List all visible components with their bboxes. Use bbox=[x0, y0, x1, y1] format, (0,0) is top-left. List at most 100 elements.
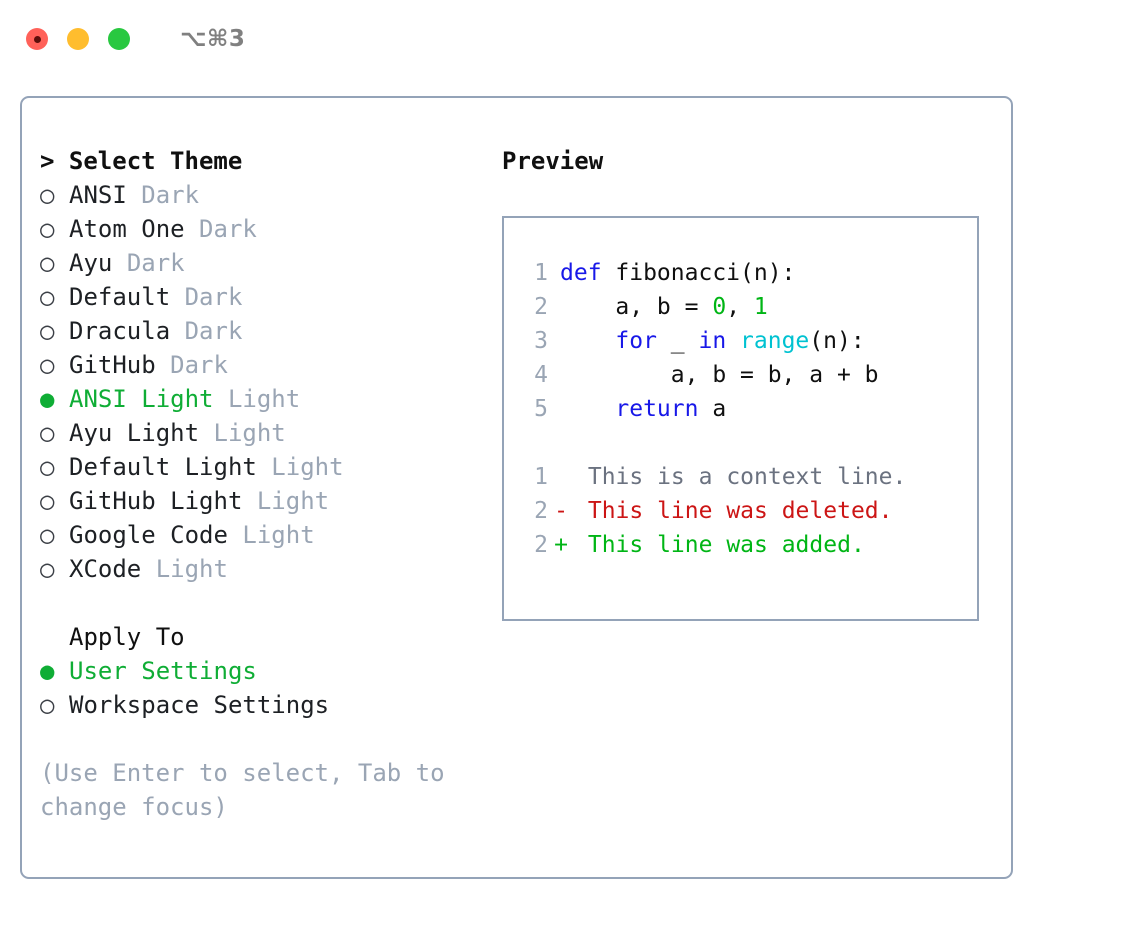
window-controls bbox=[26, 28, 130, 50]
radio-unselected-icon: ○ bbox=[40, 215, 55, 243]
diff-line-del: 2- This line was deleted. bbox=[522, 494, 977, 528]
theme-variant: Dark bbox=[141, 181, 200, 209]
diff-sample: 1 This is a context line.2- This line wa… bbox=[522, 460, 977, 562]
code-token-fn: range bbox=[740, 328, 810, 354]
maximize-button[interactable] bbox=[108, 28, 130, 50]
diff-text: This line was added. bbox=[574, 532, 865, 558]
code-line: 3 for _ in range(n): bbox=[522, 324, 977, 358]
keyboard-hint-text: (Use Enter to select, Tab to change focu… bbox=[40, 759, 460, 821]
theme-name: XCode bbox=[69, 555, 142, 583]
diff-text: This line was deleted. bbox=[574, 498, 893, 524]
diff-line-add: 2+ This line was added. bbox=[522, 528, 977, 562]
code-token-num: 1 bbox=[753, 294, 768, 320]
theme-variant: Light bbox=[256, 487, 330, 515]
theme-name: Default bbox=[69, 283, 171, 311]
code-text: return a bbox=[548, 392, 726, 426]
minimize-button[interactable] bbox=[67, 28, 89, 50]
keyboard-shortcut-label: ⌥⌘3 bbox=[180, 25, 246, 52]
radio-unselected-icon: ○ bbox=[40, 487, 55, 515]
code-diff-separator bbox=[522, 426, 977, 460]
diff-marker: - bbox=[554, 498, 568, 524]
code-token-pln bbox=[560, 328, 615, 354]
radio-unselected-icon: ○ bbox=[40, 419, 55, 447]
radio-unselected-icon: ○ bbox=[40, 249, 55, 277]
diff-marker: + bbox=[554, 532, 568, 558]
radio-unselected-icon: ○ bbox=[40, 453, 55, 481]
radio-unselected-icon: ○ bbox=[40, 691, 55, 719]
code-token-pln: a, b = bbox=[560, 294, 713, 320]
theme-name: GitHub bbox=[69, 351, 156, 379]
title-bar: ⌥⌘3 bbox=[0, 0, 1140, 78]
code-line: 5 return a bbox=[522, 392, 977, 426]
close-button[interactable] bbox=[26, 28, 48, 50]
apply-to-name: User Settings bbox=[69, 657, 257, 685]
theme-option-ayu[interactable]: ○ Ayu Dark bbox=[40, 246, 502, 280]
theme-variant: Dark bbox=[184, 283, 243, 311]
apply-to-option-user-settings[interactable]: ● User Settings bbox=[40, 654, 502, 688]
diff-line-ctx: 1 This is a context line. bbox=[522, 460, 977, 494]
line-number: 1 bbox=[534, 464, 548, 490]
code-token-pln: a, b = b, a + b bbox=[560, 362, 879, 388]
theme-variant: Dark bbox=[126, 249, 185, 277]
code-line: 4 a, b = b, a + b bbox=[522, 358, 977, 392]
code-token-pln: fibonacci(n): bbox=[615, 260, 796, 286]
line-number: 1 bbox=[534, 260, 548, 286]
theme-name: Dracula bbox=[69, 317, 171, 345]
apply-to-list[interactable]: ● User Settings ○ Workspace Settings bbox=[40, 654, 502, 722]
theme-variant: Dark bbox=[170, 351, 228, 379]
radio-selected-icon: ● bbox=[40, 385, 55, 413]
theme-variant: Light bbox=[227, 385, 301, 413]
line-number: 4 bbox=[534, 362, 548, 388]
line-number: 2 bbox=[534, 532, 548, 558]
code-token-kw: in bbox=[698, 328, 727, 354]
theme-variant: Light bbox=[155, 555, 228, 583]
code-text: def fibonacci(n): bbox=[548, 256, 795, 290]
apply-to-option-workspace-settings[interactable]: ○ Workspace Settings bbox=[40, 688, 502, 722]
code-token-pln: a bbox=[698, 396, 727, 422]
theme-variant: Dark bbox=[184, 317, 243, 345]
radio-selected-icon: ● bbox=[40, 657, 55, 685]
radio-unselected-icon: ○ bbox=[40, 283, 55, 311]
code-text: for _ in range(n): bbox=[548, 324, 865, 358]
code-token-num: 0 bbox=[712, 294, 727, 320]
line-number: 2 bbox=[534, 294, 548, 320]
code-token-pln: (n): bbox=[809, 328, 865, 354]
line-number: 2 bbox=[534, 498, 548, 524]
theme-variant: Light bbox=[271, 453, 344, 481]
line-number: 3 bbox=[534, 328, 548, 354]
theme-name: Atom One bbox=[69, 215, 185, 243]
code-token-kw: for bbox=[615, 328, 657, 354]
diff-text: This is a context line. bbox=[574, 464, 907, 490]
theme-variant: Light bbox=[242, 521, 315, 549]
theme-option-default[interactable]: ○ Default Dark bbox=[40, 280, 502, 314]
preview-heading: Preview bbox=[502, 147, 604, 175]
code-text: a, b = b, a + b bbox=[548, 358, 879, 392]
theme-option-ansi-light[interactable]: ● ANSI Light Light bbox=[40, 382, 502, 416]
code-token-pln bbox=[560, 396, 615, 422]
theme-name: ANSI Light bbox=[69, 385, 214, 413]
code-line: 2 a, b = 0, 1 bbox=[522, 290, 977, 324]
theme-name: Default Light bbox=[69, 453, 257, 481]
theme-option-default-light[interactable]: ○ Default Light Light bbox=[40, 450, 502, 484]
diff-marker bbox=[548, 460, 574, 494]
apply-to-name: Workspace Settings bbox=[69, 691, 330, 719]
theme-name: Ayu bbox=[69, 249, 113, 277]
code-token-kw: return bbox=[615, 396, 699, 422]
code-token-pln bbox=[726, 328, 740, 354]
code-text: a, b = 0, 1 bbox=[548, 290, 768, 324]
theme-name: Ayu Light bbox=[69, 419, 200, 447]
